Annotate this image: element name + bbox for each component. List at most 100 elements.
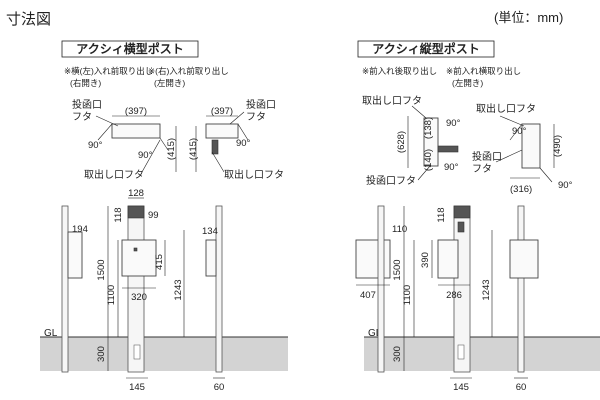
left-callout-slot2-2: フタ [246, 111, 266, 123]
left-callout-slot-2: フタ [72, 111, 92, 123]
right-dim-1500: 1500 [392, 259, 403, 280]
right-top1-handle [437, 145, 459, 153]
left-callout-door: 取出し口フタ [84, 168, 144, 181]
right-top2-box [521, 123, 541, 169]
left-rear-box [205, 239, 217, 277]
right-rear-box [509, 239, 539, 279]
left-callout-slot-1: 投函口 [72, 98, 102, 111]
left-top1-door-lines [97, 123, 169, 151]
left-dim-1100: 1100 [106, 285, 117, 305]
right-side-box [355, 239, 391, 279]
right-dim-1243: 1243 [481, 279, 492, 300]
right-side-post [377, 205, 385, 373]
right-top1-a1: 90° [446, 118, 461, 129]
left-front-lock [133, 247, 138, 252]
right-callout-door: 取出し口フタ [362, 94, 422, 107]
gl-label-left: GL [44, 328, 58, 339]
right-note2-line2: (左開き) [452, 78, 483, 88]
left-top2-angle: 90° [236, 138, 251, 149]
left-title: アクシィ横型ポスト [76, 41, 183, 56]
right-top1-box [423, 117, 439, 167]
right-dim-box-depth: 286 [446, 290, 462, 301]
left-dim-side-depth: 134 [202, 226, 218, 237]
right-top-view-1: (628) (138) (140) 90° 90° 取出し口フタ 投函口フタ [362, 94, 461, 187]
right-front-slot [457, 221, 465, 233]
left-dim-box-width: 320 [131, 292, 147, 303]
right-dim-base-width: 145 [453, 382, 469, 393]
left-dim-box-height: 415 [154, 254, 165, 270]
left-rear-post [215, 205, 223, 373]
left-front-box [121, 239, 157, 277]
left-callout-slot2-1: 投函口 [246, 98, 276, 111]
left-dim-side-width: 194 [72, 224, 88, 235]
right-callout-slot2-1: 投函口 [472, 150, 502, 163]
right-dim-1100: 1100 [402, 285, 413, 305]
ground-band-right [364, 337, 600, 371]
right-title-box [357, 40, 495, 58]
right-top1-a2: 90° [444, 162, 459, 173]
left-note1-line2: (右開き) [70, 78, 101, 88]
left-side-post [61, 205, 69, 373]
left-dim-1243: 1243 [173, 279, 184, 300]
left-top1-width: (397) [125, 106, 147, 117]
left-dim-base-width: 145 [129, 382, 145, 393]
left-top1-angle1: 90° [88, 140, 103, 151]
right-dim-post-width: 60 [516, 382, 527, 393]
page-title: 寸法図 [6, 11, 51, 28]
left-note2-line2: (左開き) [154, 78, 185, 88]
left-side-box [67, 231, 83, 279]
right-section: アクシィ縦型ポスト ※前入れ後取り出し ※前入れ横取り出し (左開き) (628… [355, 40, 573, 393]
right-dim-top-width: 118 [436, 207, 447, 222]
right-top1-d140: (140) [423, 149, 434, 171]
left-top1-angle2: 90° [138, 150, 153, 161]
left-callout-slot2-leader [229, 111, 245, 125]
right-top2-door-lines [509, 123, 553, 183]
left-dim-bury: 300 [96, 346, 107, 362]
unit-label: (単位：mm) [494, 10, 563, 25]
gl-label-right: GL [368, 328, 382, 339]
right-rear-post [517, 205, 525, 373]
left-top1-box [111, 123, 161, 139]
right-dim-bury: 300 [392, 346, 403, 362]
right-top2-a1: 90° [512, 126, 527, 137]
left-dim-1500: 1500 [96, 259, 107, 280]
left-top-view-2: (397) (415) 90° 投函口 フタ 取出し口フタ [188, 98, 284, 181]
left-note2-line1: ※(右)入れ前取り出し [148, 66, 229, 76]
right-front-cap [453, 205, 471, 219]
left-callout-door2: 取出し口フタ [224, 168, 284, 181]
left-front-cap [127, 205, 145, 219]
left-dim-slot: 99 [148, 210, 159, 221]
right-top-view-2: (490) (316) 90° 90° 取出し口フタ 投函口 フタ [472, 102, 573, 195]
left-top1-depth: (415) [166, 138, 177, 160]
right-front-box [437, 239, 459, 279]
right-callout-slot2-2: フタ [472, 163, 492, 175]
right-top2-h490: (490) [552, 135, 563, 157]
right-note1: ※前入れ後取り出し [362, 66, 437, 76]
right-callout-door-leader [411, 105, 427, 119]
right-dim-side-width: 110 [392, 224, 407, 235]
left-callout-door-leader [141, 139, 161, 173]
left-section: アクシィ横型ポスト ※横(左)入れ前取り出し (右開き) ※(右)入れ前取り出し… [61, 40, 284, 393]
right-top1-h628: (628) [396, 131, 407, 153]
right-callout-door2-leader [499, 115, 525, 127]
right-top1-d138: (138) [423, 117, 434, 139]
right-dim-box-height: 390 [420, 252, 431, 268]
right-top2-w316: (316) [510, 184, 532, 195]
right-front-base [457, 344, 465, 360]
left-callout-slot-leader [95, 115, 119, 127]
left-top2-door-line [237, 123, 249, 141]
left-dim-post-width: 60 [214, 382, 225, 393]
left-top2-depth: (415) [188, 138, 199, 160]
left-top-view-1: (397) 90° 90° (415) 投函口 フタ 取出し口フタ [72, 98, 177, 181]
right-callout-slot2-leader [495, 149, 523, 163]
ground-band-left [40, 337, 288, 371]
left-top2-width: (397) [211, 106, 233, 117]
right-callout-slot-leader [417, 165, 431, 181]
left-dim-top-height: 118 [113, 207, 124, 222]
left-note1-line1: ※横(左)入れ前取り出し [64, 66, 153, 76]
left-callout-door2-leader [211, 151, 225, 173]
left-top2-handle [211, 139, 219, 155]
right-callout-slot: 投函口フタ [366, 174, 416, 187]
right-note2-line1: ※前入れ横取り出し [446, 66, 521, 76]
left-top2-box [205, 123, 239, 139]
